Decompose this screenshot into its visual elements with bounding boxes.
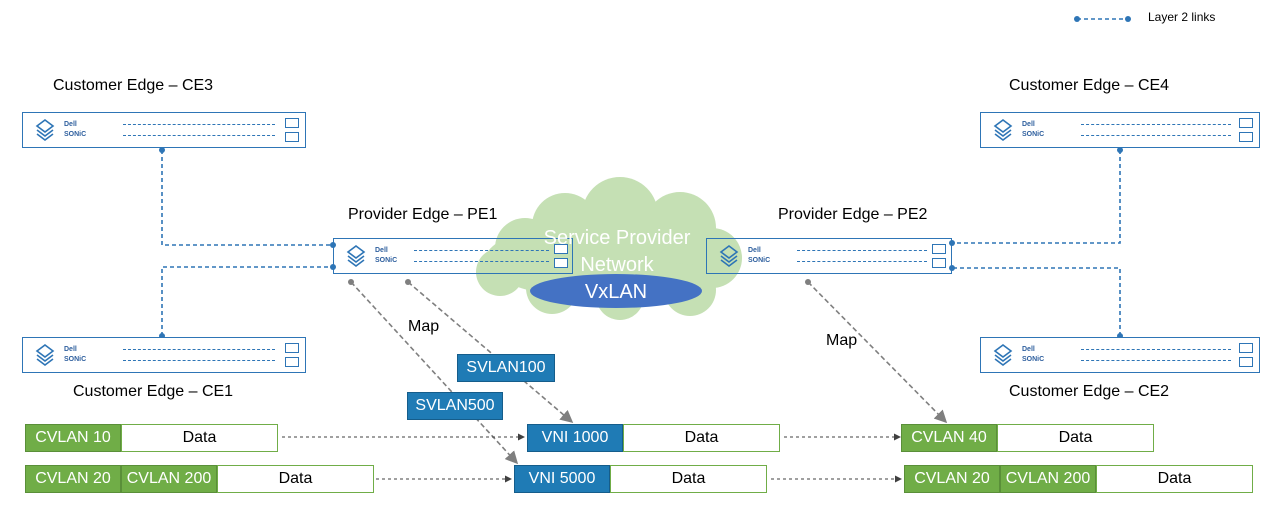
frame-row2-ingress: CVLAN 20 CVLAN 200 Data: [25, 465, 374, 493]
switch-port: [285, 357, 299, 367]
data-field: Data: [997, 424, 1154, 452]
layer2-links: [161, 150, 1121, 336]
frame-row1-egress: CVLAN 40 Data: [901, 424, 1154, 452]
switch-port: [554, 244, 568, 254]
data-field: Data: [610, 465, 767, 493]
switch-port: [554, 258, 568, 268]
switch-port: [932, 258, 946, 268]
data-field: Data: [217, 465, 374, 493]
legend-label: Layer 2 links: [1148, 10, 1216, 24]
cvlan-field: CVLAN 40: [901, 424, 997, 452]
vxlan-label: VxLAN: [584, 281, 648, 303]
switch-port: [285, 132, 299, 142]
frame-flow-arrows: [282, 433, 902, 483]
frame-row2-egress: CVLAN 20 CVLAN 200 Data: [904, 465, 1253, 493]
svlan100-tag: SVLAN100: [457, 354, 555, 382]
frame-row1-core: VNI 1000 Data: [527, 424, 780, 452]
legend-link-sample: [1074, 16, 1131, 22]
sonic-logo-icon: [346, 245, 366, 267]
pe1-label: Provider Edge – PE1: [348, 206, 498, 223]
switch-port: [285, 118, 299, 128]
ce3-label: Customer Edge – CE3: [53, 77, 214, 94]
cvlan-field: CVLAN 10: [25, 424, 121, 452]
pe2-label: Provider Edge – PE2: [778, 206, 928, 223]
svlan500-tag: SVLAN500: [407, 392, 503, 420]
sonic-logo-icon: [993, 119, 1013, 141]
ce2-label: Customer Edge – CE2: [1009, 383, 1170, 400]
map-label-right: Map: [826, 332, 858, 349]
switch-port: [1239, 118, 1253, 128]
switch-port: [1239, 343, 1253, 353]
vxlan-tunnel: [530, 274, 702, 308]
frame-row2-core: VNI 5000 Data: [514, 465, 767, 493]
data-field: Data: [623, 424, 780, 452]
switch-port: [932, 244, 946, 254]
map-label-left: Map: [408, 318, 440, 335]
switch-port: [285, 343, 299, 353]
cvlan-field: CVLAN 200: [121, 465, 217, 493]
ce1-label: Customer Edge – CE1: [73, 383, 234, 400]
frame-row1-ingress: CVLAN 10 Data: [25, 424, 278, 452]
vni-field: VNI 5000: [514, 465, 610, 493]
cvlan-field: CVLAN 20: [25, 465, 121, 493]
map-arrows: [350, 281, 948, 465]
cvlan-field: CVLAN 200: [1000, 465, 1096, 493]
switch-port: [1239, 132, 1253, 142]
vni-field: VNI 1000: [527, 424, 623, 452]
sonic-logo-icon: [719, 245, 739, 267]
switch-port: [1239, 357, 1253, 367]
sonic-logo-icon: [35, 344, 55, 366]
sonic-logo-icon: [35, 119, 55, 141]
data-field: Data: [121, 424, 278, 452]
ce4-label: Customer Edge – CE4: [1009, 77, 1170, 94]
sonic-logo-icon: [993, 344, 1013, 366]
data-field: Data: [1096, 465, 1253, 493]
cvlan-field: CVLAN 20: [904, 465, 1000, 493]
